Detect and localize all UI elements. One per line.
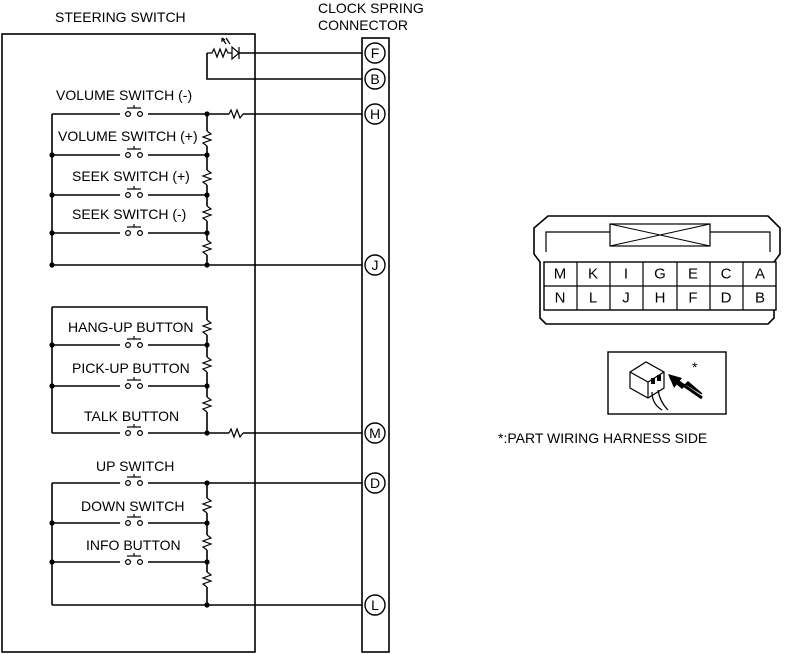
- face-cell-l: L: [589, 290, 597, 307]
- face-cell-d: D: [721, 290, 732, 307]
- pin-d: D: [370, 475, 380, 491]
- clock-spring-connector: [361, 37, 390, 653]
- switch-label-down: DOWN SWITCH: [81, 498, 184, 514]
- switch-label-up: UP SWITCH: [96, 458, 174, 474]
- switch-label-pick-up: PICK-UP BUTTON: [72, 360, 190, 376]
- face-cell-b: B: [755, 290, 765, 307]
- face-cell-f: F: [688, 290, 697, 307]
- harness-side-inset: [607, 351, 727, 415]
- volume-seek-group: [49, 104, 362, 268]
- face-cell-e: E: [688, 266, 698, 283]
- switch-label-talk: TALK BUTTON: [84, 408, 179, 424]
- face-cell-m: M: [554, 266, 567, 283]
- pin-j: J: [372, 257, 379, 273]
- led-wire: [206, 53, 362, 80]
- pin-l: L: [371, 597, 379, 613]
- clock-spring-title-2: CONNECTOR: [318, 17, 408, 33]
- clock-spring-title-1: CLOCK SPRING: [318, 0, 424, 16]
- face-cell-j: J: [622, 290, 630, 307]
- switch-label-hang-up: HANG-UP BUTTON: [68, 319, 194, 335]
- face-cell-g: G: [654, 266, 666, 283]
- pin-m: M: [369, 425, 381, 441]
- face-cell-k: K: [588, 266, 598, 283]
- connector-face: [533, 215, 781, 325]
- steering-switch-box: [1, 33, 256, 653]
- switch-label-info: INFO BUTTON: [86, 537, 181, 553]
- audio-nav-group: [49, 473, 362, 608]
- switch-label-seek-plus: SEEK SWITCH (+): [72, 168, 190, 184]
- switch-label-seek-minus: SEEK SWITCH (-): [72, 206, 186, 222]
- face-cell-h: H: [655, 290, 666, 307]
- steering-switch-title: STEERING SWITCH: [55, 9, 186, 25]
- harness-star: *: [692, 359, 698, 375]
- switch-label-volume-minus: VOLUME SWITCH (-): [56, 87, 192, 103]
- switch-label-volume-plus: VOLUME SWITCH (+): [58, 128, 198, 144]
- face-cell-c: C: [721, 266, 732, 283]
- pin-b: B: [370, 71, 379, 87]
- phone-button-group: [49, 306, 362, 439]
- pin-h: H: [370, 106, 380, 122]
- face-cell-a: A: [755, 266, 765, 283]
- harness-connector-icon: [629, 361, 669, 411]
- clock-spring-pins: [364, 42, 386, 616]
- harness-caption: *:PART WIRING HARNESS SIDE: [498, 430, 707, 446]
- face-cell-n: N: [555, 290, 566, 307]
- face-cell-i: I: [624, 266, 628, 283]
- led-icon: [231, 45, 240, 61]
- pin-f: F: [371, 45, 380, 61]
